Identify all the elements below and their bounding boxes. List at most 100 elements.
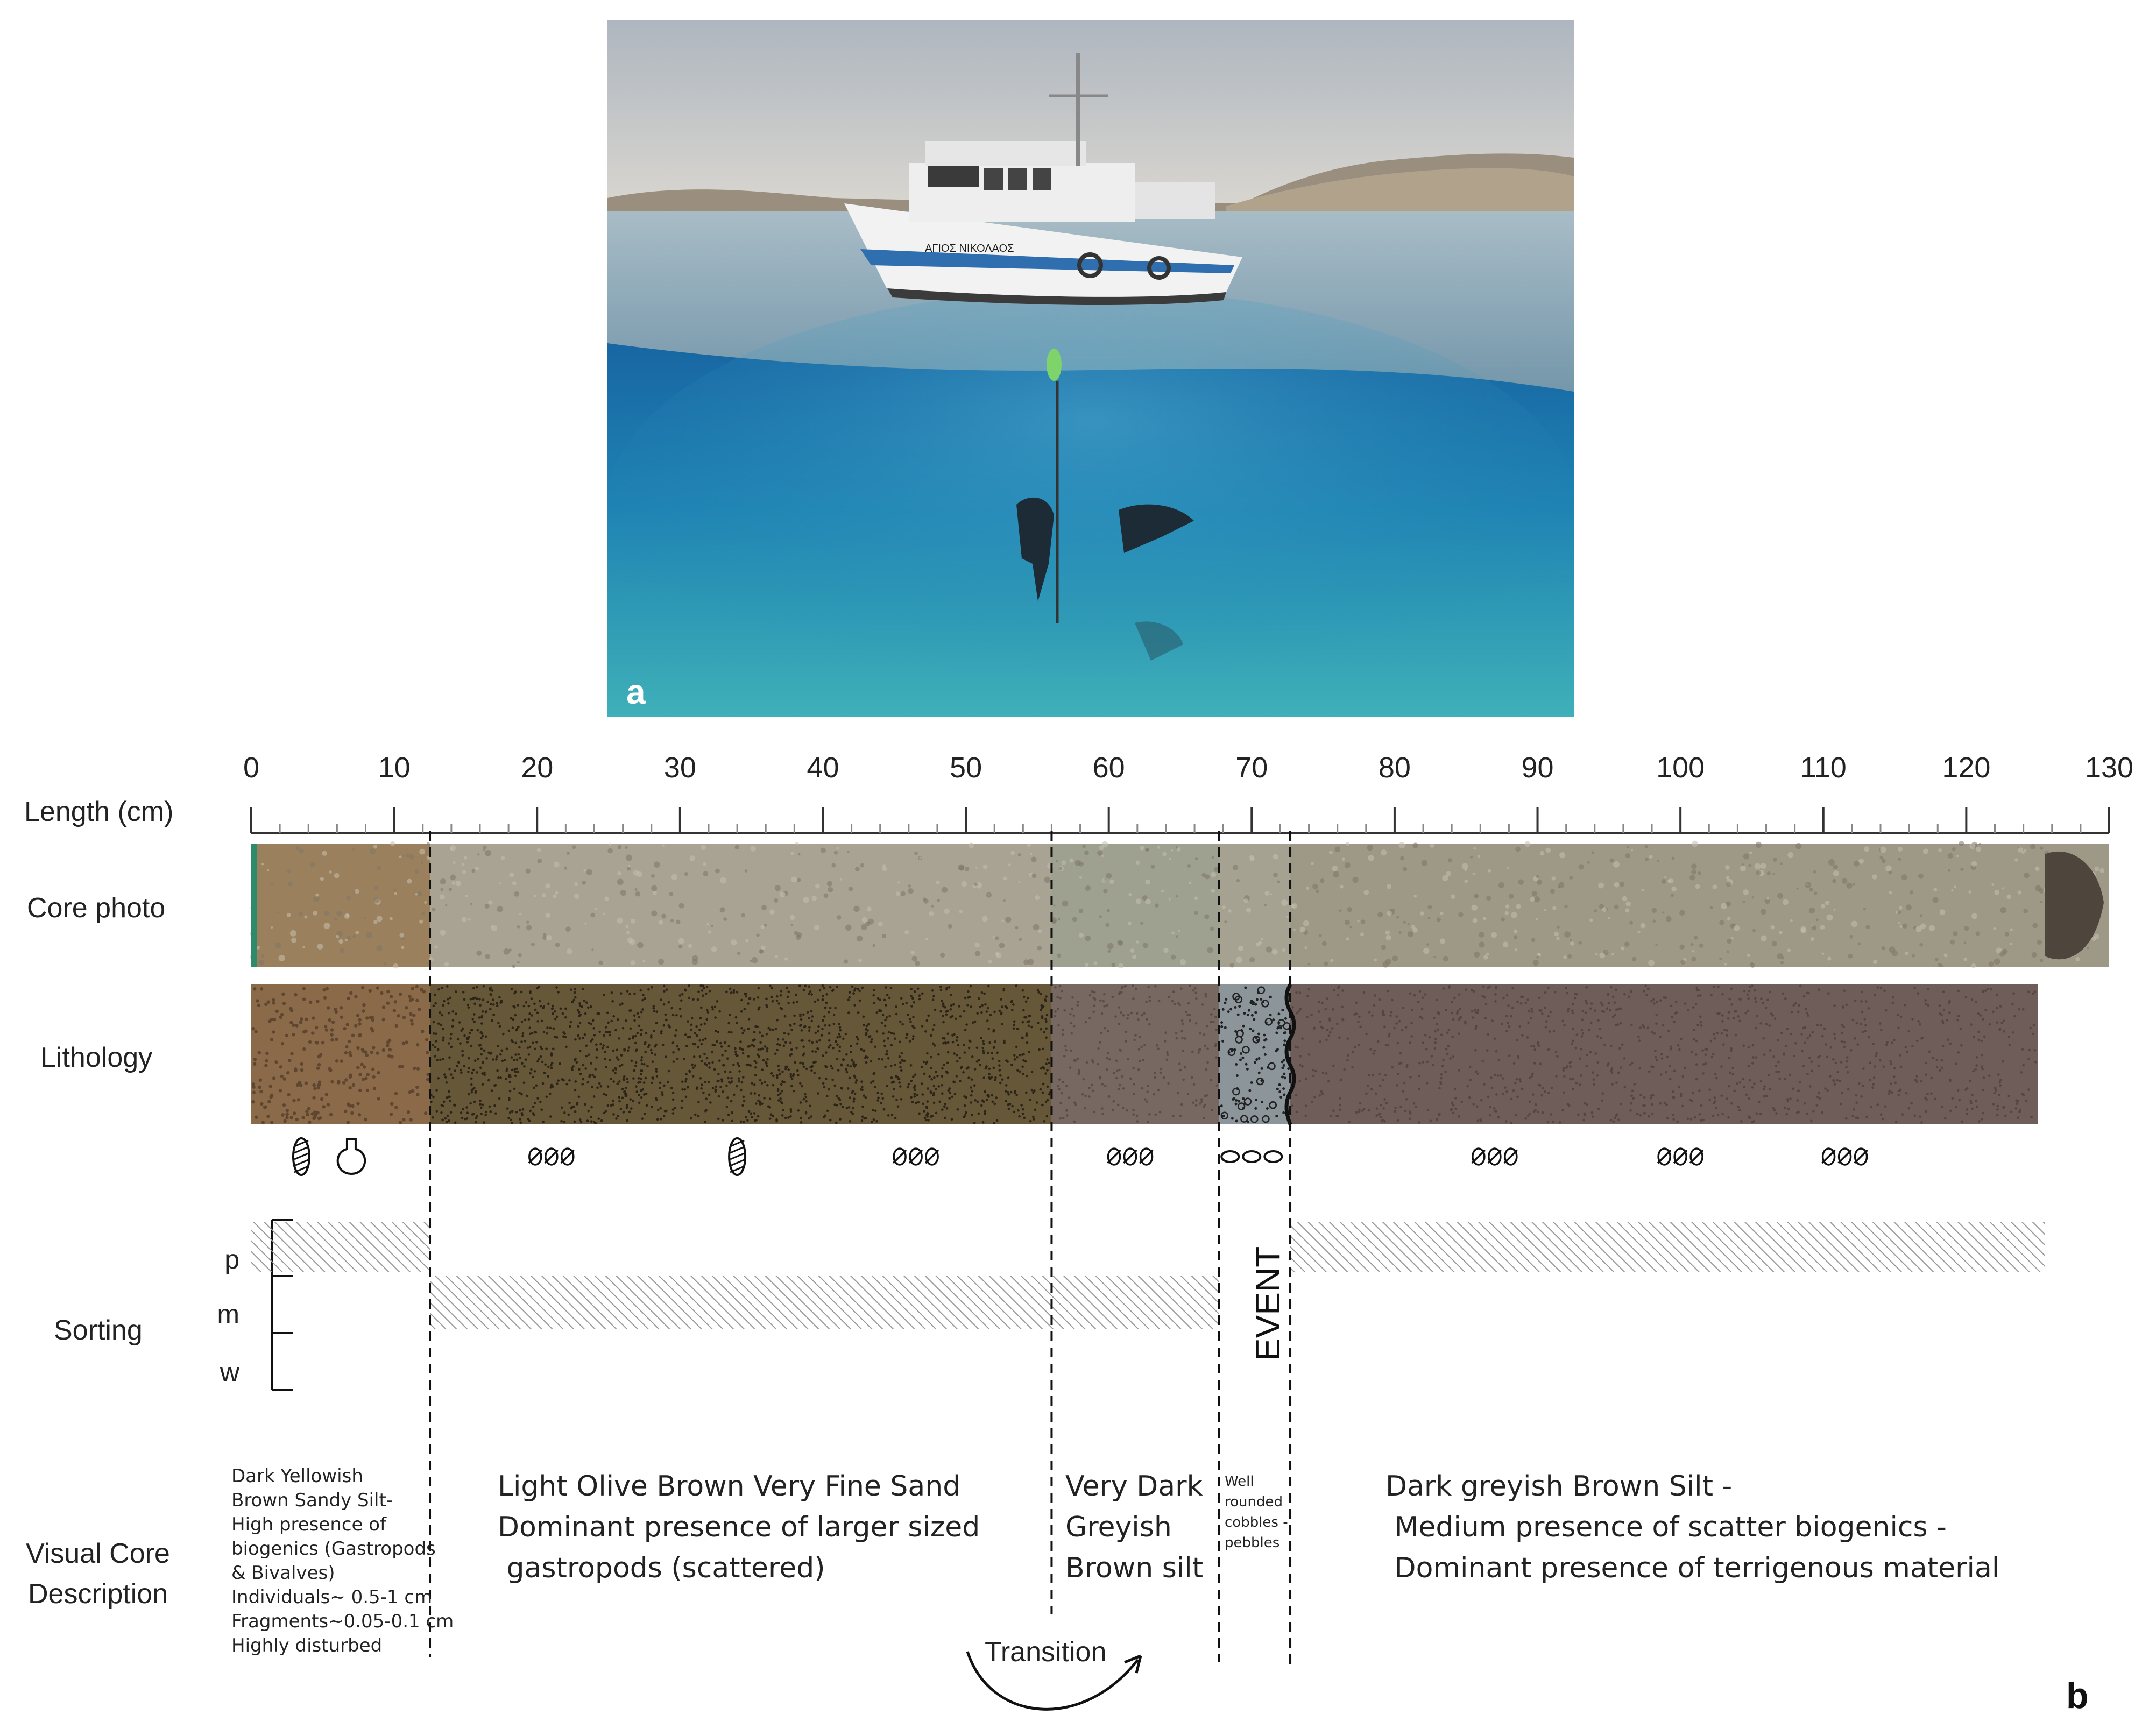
lithology-grain: [1406, 1064, 1409, 1067]
lithology-grain: [991, 1057, 994, 1060]
lithology-grain: [1717, 985, 1720, 988]
lithology-grain: [945, 988, 948, 991]
lithology-grain: [461, 1054, 464, 1057]
lithology-grain: [1510, 1015, 1513, 1018]
lithology-grain: [655, 1022, 658, 1024]
lithology-grain: [1710, 994, 1713, 996]
core-grain: [1524, 841, 1531, 847]
lithology-grain: [1563, 1024, 1566, 1026]
lithology-grain: [958, 1005, 960, 1008]
lithology-grain: [498, 1025, 501, 1028]
lithology-grain: [939, 1010, 942, 1013]
lithology-grain: [1954, 1062, 1957, 1065]
lithology-grain: [305, 1017, 308, 1021]
lithology-grain: [261, 1121, 265, 1124]
core-grain: [1550, 889, 1555, 894]
lithology-grain: [1313, 1095, 1316, 1099]
lithology-grain: [521, 1108, 525, 1111]
core-grain: [1236, 956, 1242, 963]
lithology-grain: [1104, 1026, 1106, 1030]
lithology-grain: [1816, 1024, 1819, 1026]
lithology-grain: [1715, 1076, 1718, 1080]
lithology-grain: [528, 1045, 532, 1048]
lithology-grain: [1928, 1050, 1931, 1053]
lithology-grain: [1012, 1003, 1015, 1006]
core-grain: [975, 866, 978, 869]
lithology-grain: [1451, 1035, 1454, 1038]
lithology-grain: [356, 1014, 360, 1017]
core-grain: [1491, 932, 1497, 938]
lithology-grain: [1932, 1057, 1935, 1060]
lithology-grain: [941, 1108, 944, 1111]
lithology-grain: [1412, 1102, 1416, 1105]
lithology-grain: [1882, 1065, 1885, 1068]
core-grain: [1229, 962, 1235, 968]
lithology-grain: [1328, 1017, 1331, 1020]
lithology-grain: [536, 1097, 539, 1100]
core-grain: [1099, 915, 1102, 918]
lithology-grain: [1330, 1114, 1332, 1117]
core-grain: [1232, 865, 1239, 870]
lithology-grain: [1235, 1074, 1239, 1078]
lithology-grain: [1502, 1092, 1504, 1095]
lithology-grain: [1112, 1109, 1115, 1111]
lithology-grain: [479, 1004, 482, 1007]
core-grain: [261, 954, 265, 958]
core-grain: [401, 945, 405, 950]
lithology-grain: [1977, 1030, 1981, 1033]
lithology-grain: [1074, 1103, 1077, 1106]
core-cap: [251, 844, 257, 967]
lithology-grain: [292, 1023, 295, 1027]
core-grain: [1898, 858, 1901, 861]
lithology-grain: [1418, 1121, 1420, 1124]
lithology-grain: [1659, 1035, 1662, 1038]
lithology-grain: [1579, 1083, 1581, 1086]
core-grain: [1671, 886, 1677, 891]
lithology-grain: [636, 1012, 639, 1015]
lithology-grain: [1116, 1103, 1120, 1107]
lithology-grain: [280, 1074, 284, 1079]
core-grain: [1061, 860, 1066, 865]
core-grain: [1833, 870, 1839, 876]
lithology-grain: [1786, 1028, 1789, 1030]
lithology-grain: [626, 1081, 629, 1084]
lithology-grain: [1398, 1062, 1401, 1065]
lithology-grain: [900, 997, 903, 1000]
lithology-grain: [805, 1100, 808, 1103]
lithology-grain: [280, 1041, 285, 1046]
lithology-grain: [1440, 1073, 1443, 1076]
lithology-grain: [674, 1034, 677, 1037]
lithology-grain: [1245, 1062, 1248, 1066]
core-grain: [1194, 896, 1198, 901]
lithology-grain: [530, 997, 533, 1000]
core-grain: [1502, 941, 1509, 948]
core-grain: [1303, 920, 1310, 926]
lithology-grain: [1234, 1030, 1238, 1033]
lithology-grain: [1892, 1075, 1896, 1078]
lithology-grain: [1019, 1070, 1021, 1073]
lithology-grain: [1569, 1078, 1572, 1081]
lithology-grain: [1395, 1022, 1398, 1025]
core-grain: [1587, 861, 1590, 864]
lithology-grain: [529, 1109, 532, 1113]
core-grain: [1332, 871, 1339, 878]
core-grain: [637, 941, 644, 948]
lithology-grain: [254, 1030, 258, 1034]
lithology-grain: [1811, 1069, 1814, 1073]
lithology-grain: [1615, 1081, 1618, 1084]
core-grain: [1988, 961, 1994, 967]
lithology-grain: [1107, 1095, 1111, 1098]
panel-b-label: b: [2066, 1675, 2089, 1716]
core-grain: [1273, 873, 1278, 877]
lithology-grain: [1855, 1101, 1858, 1104]
lithology-grain: [695, 1025, 698, 1028]
lithology-grain: [1023, 1116, 1026, 1119]
lithology-grain: [2021, 1048, 2024, 1051]
core-grain: [1413, 895, 1417, 898]
core-grain: [352, 934, 356, 939]
lithology-grain: [563, 1111, 566, 1114]
lithology-grain: [1541, 1012, 1544, 1015]
lithology-grain: [1676, 1120, 1679, 1123]
lithology-grain: [623, 1075, 626, 1078]
lithology-grain: [706, 1011, 710, 1014]
